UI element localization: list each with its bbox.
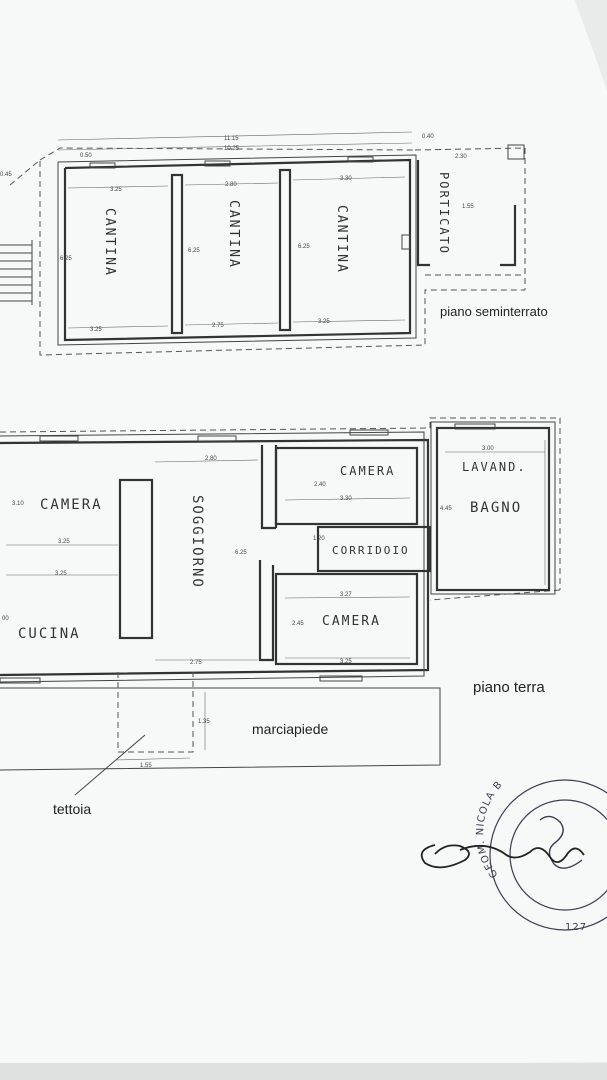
- table-edge: [0, 1063, 607, 1080]
- room-label-camera-3: CAMERA: [322, 614, 381, 629]
- dim-tettoia-width: 1.55: [140, 763, 152, 769]
- room-label-porticato: PORTICATO: [437, 172, 451, 255]
- dim-soggiorno-bottom: 2.75: [190, 660, 202, 666]
- dim-camera3-height: 2.45: [292, 621, 304, 627]
- room-label-cantina-1: CANTINA: [102, 208, 117, 277]
- dim-camera1-height: 3.10: [12, 501, 24, 507]
- dim-tettoia-height: 1.35: [198, 719, 210, 725]
- dim-camera1-width: 3.25: [58, 539, 70, 545]
- dim-bagno-height: 4.45: [440, 506, 452, 512]
- basement-plan: 11.15 10.25 0.40 0.50 0.45 2.30 1.55 3.2…: [0, 131, 548, 356]
- level-label-basement: piano seminterrato: [440, 304, 548, 319]
- dim-basement-inner: 10.25: [224, 146, 240, 152]
- dim-r3-top: 3.30: [340, 176, 352, 182]
- dim-camera2-width: 3.30: [340, 496, 352, 502]
- dim-r3-bottom: 3.25: [318, 319, 330, 325]
- dim-camera3-top: 3.27: [340, 592, 352, 598]
- dim-porch-width: 2.30: [455, 154, 467, 160]
- signature-mark: [420, 844, 585, 869]
- dim-cucina-width: 3.25: [55, 571, 67, 577]
- room-label-corridoio: CORRIDOIO: [332, 544, 410, 557]
- stamp-number: 127: [565, 922, 587, 933]
- dim-basement-right: 0.40: [422, 134, 434, 140]
- dim-r1-height: 6.25: [60, 256, 72, 262]
- dim-corridoio-height: 1.20: [313, 536, 325, 542]
- room-label-bagno: BAGNO: [470, 500, 522, 516]
- dim-r2-height: 6.25: [188, 248, 200, 254]
- dim-cucina-height: 00: [2, 616, 9, 622]
- room-label-soggiorno: SOGGIORNO: [189, 495, 205, 589]
- dim-basement-edge: 0.45: [0, 172, 12, 178]
- dim-bagno-width: 3.00: [482, 446, 494, 452]
- dim-basement-total: 11.15: [224, 136, 239, 142]
- dim-basement-left: 0.50: [80, 153, 92, 159]
- room-label-lavand: LAVAND.: [462, 460, 527, 474]
- dim-camera2-height: 2.40: [314, 482, 326, 488]
- room-label-cucina: CUCINA: [18, 626, 81, 642]
- ground-floor-plan: 3.10 3.25 3.25 00 2.80 2.75 6.25 2.40 3.…: [0, 417, 561, 817]
- basement-stairs: [0, 240, 33, 305]
- dim-r1-bottom: 3.25: [90, 327, 102, 333]
- dim-r1-top: 3.25: [110, 187, 122, 193]
- canopy-label: tettoia: [53, 801, 91, 817]
- room-label-camera-2: CAMERA: [340, 464, 395, 478]
- level-label-ground: piano terra: [473, 679, 545, 696]
- room-label-camera-1: CAMERA: [40, 497, 103, 513]
- dim-camera3-bottom: 3.25: [340, 659, 352, 665]
- dim-r2-top: 2.80: [225, 182, 237, 188]
- dim-r3-height: 6.25: [298, 244, 310, 250]
- room-label-cantina-2: CANTINA: [226, 200, 241, 269]
- room-label-cantina-3: CANTINA: [334, 205, 349, 274]
- sidewalk-label: marciapiede: [252, 721, 328, 737]
- dim-soggiorno-height: 6.25: [235, 550, 247, 556]
- dim-porch-height: 1.55: [462, 204, 474, 210]
- dim-r2-bottom: 2.75: [212, 323, 224, 329]
- dim-soggiorno-top: 2.80: [205, 456, 217, 462]
